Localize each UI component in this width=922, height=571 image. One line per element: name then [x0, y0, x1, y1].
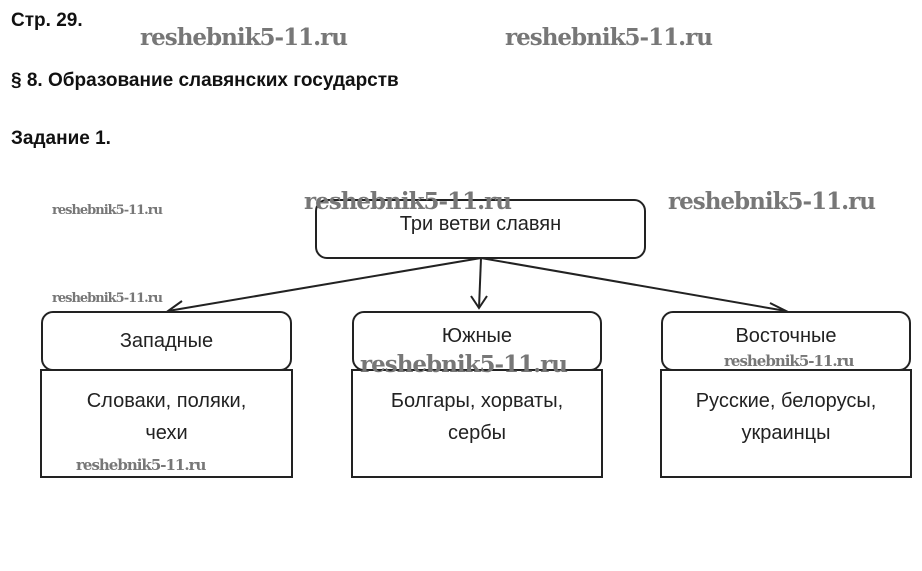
watermark: reshebnik5-11.ru: [304, 188, 512, 215]
branch-label: Южные: [441, 325, 513, 347]
branch-label: Западные: [119, 329, 214, 352]
task-heading: Задание 1.: [11, 128, 111, 149]
watermark: reshebnik5-11.ru: [724, 352, 854, 370]
watermark: reshebnik5-11.ru: [76, 456, 206, 474]
branch-east-header: Восточные: [661, 311, 911, 371]
arrow-west: [167, 257, 482, 312]
branch-south-header: Южные: [352, 311, 602, 371]
section-title: § 8. Образование славянских государств: [11, 70, 399, 91]
watermark: reshebnik5-11.ru: [360, 351, 568, 378]
watermark: reshebnik5-11.ru: [52, 291, 163, 306]
peoples-text: Русские, белорусы, украинцы: [695, 390, 877, 444]
branch-west-header: Западные: [41, 311, 292, 371]
page-reference: Стр. 29.: [11, 10, 83, 31]
watermark: reshebnik5-11.ru: [668, 188, 876, 215]
arrow-south: [478, 257, 482, 309]
arrow-east: [480, 257, 787, 312]
branch-south-peoples: Болгары, хорваты, сербы: [351, 369, 603, 478]
watermark: reshebnik5-11.ru: [140, 24, 348, 51]
root-label: Три ветви славян: [399, 213, 562, 235]
watermark: reshebnik5-11.ru: [52, 203, 163, 218]
watermark: reshebnik5-11.ru: [505, 24, 713, 51]
branch-west-peoples: Словаки, поляки, чехи: [40, 369, 293, 478]
branch-east-peoples: Русские, белорусы, украинцы: [660, 369, 912, 478]
branch-label: Восточные: [735, 325, 837, 347]
peoples-text: Словаки, поляки, чехи: [86, 390, 247, 444]
root-node: Три ветви славян: [315, 199, 646, 259]
peoples-text: Болгары, хорваты, сербы: [390, 390, 564, 444]
